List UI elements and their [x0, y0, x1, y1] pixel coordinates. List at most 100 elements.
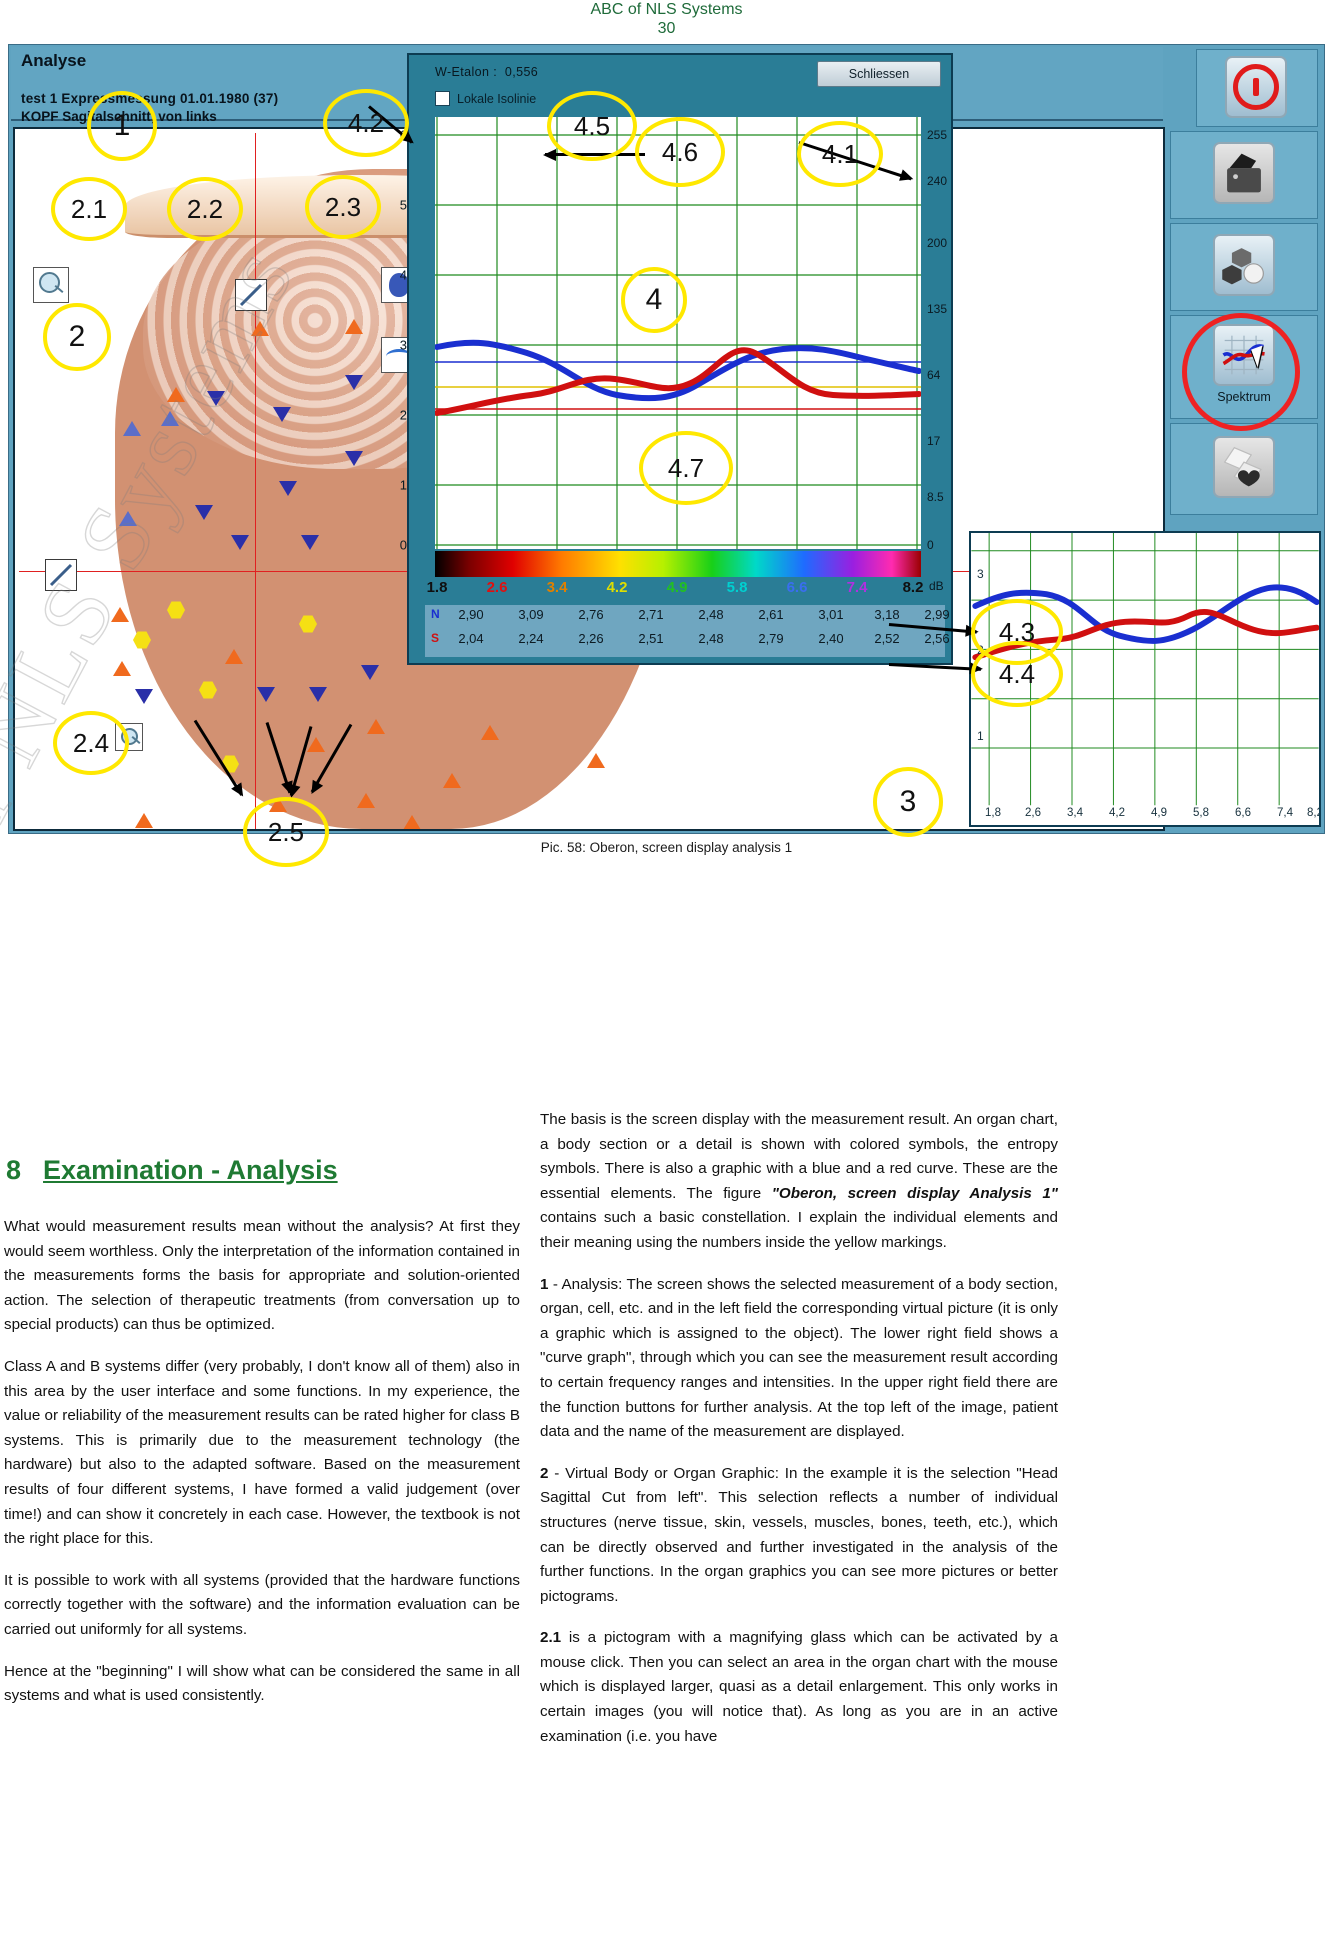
item-1: 1 - Analysis: The screen shows the selec… [540, 1273, 1058, 1445]
cell: 2,56 [924, 631, 950, 646]
paragraph: It is possible to work with all systems … [4, 1571, 520, 1638]
figure-caption: Pic. 58: Oberon, screen display analysis… [540, 840, 793, 855]
x-tick: 1.8 [426, 579, 448, 596]
callout-4-5: 4.5 [547, 91, 637, 161]
cell: 3,18 [874, 607, 900, 622]
local-isoline-checkbox-row[interactable]: Lokale Isolinie [435, 91, 536, 106]
spectrum-y-axis-left: 6 5 4 3 2 1 0 [387, 117, 407, 553]
paragraph: Class A and B systems differ (very proba… [4, 1357, 520, 1548]
mini-x-tick: 4,2 [1109, 807, 1125, 819]
page-running-head: ABC of NLS Systems 30 [0, 0, 1333, 42]
cell: 2,52 [874, 631, 900, 646]
mini-x-tick: 8,2 [1307, 807, 1319, 819]
screenshot-figure: Analyse test 1 Expressmessung 01.01.1980… [8, 44, 1325, 867]
x-tick: 2.6 [486, 579, 508, 596]
magnifier-icon[interactable] [33, 267, 69, 303]
intro-part-a: The basis is the screen display with the… [540, 1111, 1058, 1202]
y-tick-right: 240 [927, 174, 948, 188]
item-2-1-number: 2.1 [540, 1629, 562, 1647]
callout-4-7: 4.7 [639, 431, 733, 505]
print-preview-button[interactable] [1213, 142, 1275, 204]
spectrum-dialog-header: W-Etalon : 0,556 Schliessen Lokale Isoli… [409, 55, 951, 117]
spectrum-x-axis: 1.8 2.6 3.4 4.2 4.9 5.8 6.6 7.4 8.2 [427, 579, 924, 601]
callout-1: 1 [87, 91, 157, 161]
ruler-tool-icon-2[interactable] [45, 559, 77, 591]
color-scale-bar [435, 551, 921, 577]
spectrum-dialog[interactable]: W-Etalon : 0,556 Schliessen Lokale Isoli… [400, 53, 953, 665]
cell: 2,51 [638, 631, 664, 646]
row-key-n: N [431, 607, 440, 621]
cell: 2,76 [578, 607, 604, 622]
toolbar-section-print [1170, 131, 1318, 219]
mini-x-tick: 3,4 [1067, 807, 1083, 819]
callout-4-1: 4.1 [797, 121, 883, 187]
entropy-analysis-button[interactable] [1213, 234, 1275, 296]
toolbar-section-entropy [1170, 223, 1318, 311]
cell: 2,61 [758, 607, 784, 622]
cell: 3,09 [518, 607, 544, 622]
cell: 2,71 [638, 607, 664, 622]
ruler-tool-icon[interactable] [235, 279, 267, 311]
x-tick: 5.8 [726, 579, 748, 596]
y-tick: 1 [399, 477, 407, 493]
mini-x-tick: 1,8 [985, 807, 1001, 819]
power-button[interactable] [1225, 56, 1287, 118]
y-tick-right: 0 [927, 538, 934, 552]
callout-3: 3 [873, 767, 943, 837]
power-icon [1233, 64, 1279, 110]
function-toolbar: Spektrum [1166, 47, 1322, 831]
y-tick-right: 255 [927, 128, 948, 142]
item-2: 2 - Virtual Body or Organ Graphic: In th… [540, 1462, 1058, 1610]
toolbar-section-preparations [1170, 423, 1318, 515]
cell: 2,26 [578, 631, 604, 646]
text-column-left: What would measurement results mean with… [4, 1215, 520, 1726]
callout-4-6: 4.6 [635, 117, 725, 187]
organ-preparations-button[interactable] [1213, 436, 1275, 498]
cell: 2,24 [518, 631, 544, 646]
cell: 2,40 [818, 631, 844, 646]
x-tick: 3.4 [546, 579, 568, 596]
mini-y-tick: 1 [977, 729, 984, 743]
x-tick: 4.9 [666, 579, 688, 596]
local-isoline-label: Lokale Isolinie [457, 91, 537, 106]
cell: 2,48 [698, 631, 724, 646]
cell: 3,01 [818, 607, 844, 622]
table-row: N 2,90 3,09 2,76 2,71 2,48 2,61 3,01 3,1… [425, 607, 950, 629]
item-2-1-text: is a pictogram with a magnifying glass w… [540, 1629, 1058, 1745]
paragraph: Hence at the "beginning" I will show wha… [4, 1662, 520, 1705]
x-tick: 7.4 [846, 579, 868, 596]
spectrum-plot-wrap[interactable] [435, 117, 921, 549]
section-title: Examination - Analysis [43, 1155, 338, 1185]
spectrum-plot[interactable] [435, 117, 921, 549]
x-tick: 8.2 [902, 579, 924, 596]
mini-x-tick: 2,6 [1025, 807, 1041, 819]
callout-4: 4 [621, 267, 687, 333]
db-axis-label: dB [929, 579, 944, 593]
callout-2: 2 [43, 303, 111, 371]
x-tick: 6.6 [786, 579, 808, 596]
spectrum-y-axis-right: 255 240 200 135 64 17 8.5 0 [927, 117, 963, 552]
y-tick-right: 17 [927, 434, 941, 448]
cell: 2,79 [758, 631, 784, 646]
app-title: Analyse [21, 51, 87, 70]
page-number: 30 [657, 20, 676, 37]
spectrum-value-table: N 2,90 3,09 2,76 2,71 2,48 2,61 3,01 3,1… [425, 605, 950, 657]
toolbar-section-power [1196, 49, 1318, 127]
callout-2-3: 2.3 [305, 175, 381, 239]
item-2-1: 2.1 is a pictogram with a magnifying gla… [540, 1626, 1058, 1749]
figure-reference: "Oberon, screen display Analysis 1" [771, 1184, 1058, 1202]
y-tick: 0 [399, 537, 407, 553]
item-1-text: - Analysis: The screen shows the selecte… [540, 1275, 1058, 1441]
w-etalon-label: W-Etalon : 0,556 [435, 65, 539, 79]
crosshair-vertical [255, 133, 256, 829]
y-tick: 5 [399, 197, 407, 213]
y-tick: 4 [399, 267, 407, 283]
close-button[interactable]: Schliessen [817, 61, 941, 87]
row-key-s: S [431, 631, 440, 645]
mini-x-tick: 6,6 [1235, 807, 1251, 819]
local-isoline-checkbox[interactable] [435, 91, 450, 106]
y-tick: 3 [399, 337, 407, 353]
paragraph: What would measurement results mean with… [4, 1218, 520, 1334]
mini-x-tick: 4,9 [1151, 807, 1167, 819]
